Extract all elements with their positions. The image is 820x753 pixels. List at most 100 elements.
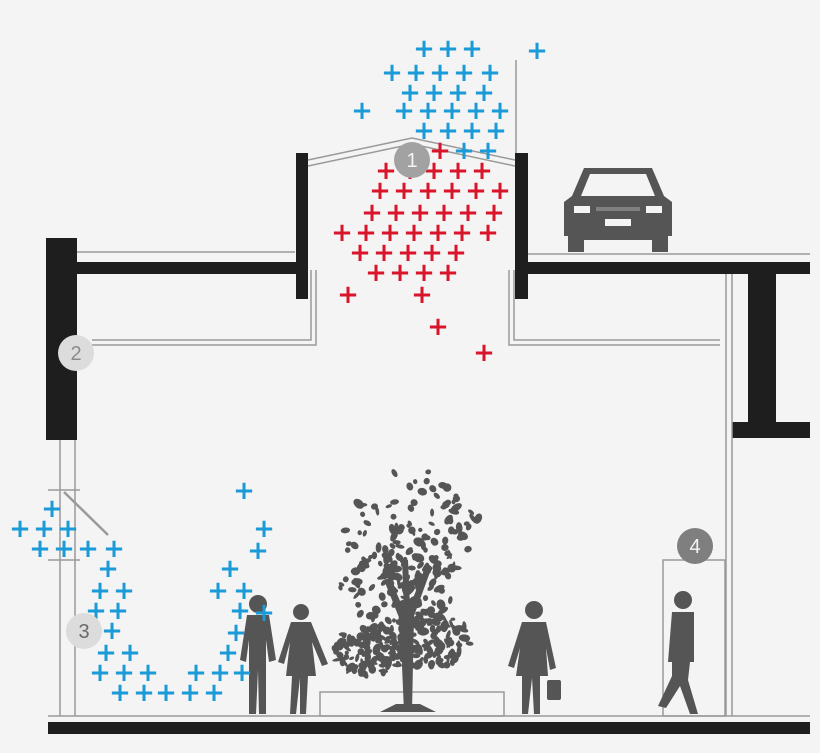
tree-leaf [334, 642, 339, 647]
plus-icon: + [477, 218, 499, 248]
tree-leaf [346, 665, 354, 674]
plus-icon: + [403, 218, 425, 248]
plus-icon: + [437, 34, 459, 64]
plus-icon: + [483, 198, 505, 228]
tree-leaf [381, 601, 388, 608]
plus-icon: + [473, 78, 495, 108]
plus-icon: + [355, 218, 377, 248]
tree-leaf [406, 482, 414, 491]
plus-icon: + [461, 34, 483, 64]
plus-icon: + [393, 176, 415, 206]
plus-icon: + [349, 238, 371, 268]
plus-icon: + [385, 198, 407, 228]
plus-icon: + [397, 238, 419, 268]
tree-leaf [447, 549, 452, 560]
plus-icon: + [473, 338, 495, 368]
plus-icon: + [389, 258, 411, 288]
tree-leaf [412, 597, 422, 608]
tree-leaf [397, 581, 407, 589]
plus-icon: + [369, 176, 391, 206]
tree-leaf [371, 551, 378, 560]
plus-icon: + [155, 678, 177, 708]
tree-leaf [462, 621, 467, 631]
plus-icon: + [89, 576, 111, 606]
tree-leaf [433, 528, 441, 536]
plus-icon: + [445, 238, 467, 268]
tree-leaf [397, 648, 403, 656]
tree-leaf [433, 630, 439, 635]
plus-icon: + [231, 658, 253, 688]
tree-leaf [437, 661, 446, 669]
plus-icon: + [229, 596, 251, 626]
tree-leaf [425, 645, 434, 656]
plus-icon: + [33, 514, 55, 544]
plus-icon: + [233, 576, 255, 606]
plus-icon: + [253, 598, 275, 628]
tree-leaf [415, 570, 420, 575]
plus-icon: + [477, 136, 499, 166]
plus-icon: + [179, 678, 201, 708]
tree-leaf [412, 632, 417, 637]
plus-icon: + [77, 534, 99, 564]
plus-icon: + [247, 536, 269, 566]
tree-leaf [399, 560, 408, 565]
tree-leaf [412, 639, 420, 645]
tree-leaf [390, 513, 397, 520]
tree-leaf [400, 595, 411, 601]
plus-icon: + [207, 576, 229, 606]
tree-leaf [357, 648, 365, 655]
tree-leaf [349, 656, 355, 661]
tree-leaf [403, 640, 409, 647]
plus-icon: + [429, 136, 451, 166]
tree-leaf [427, 659, 436, 669]
tree-leaf [448, 596, 453, 605]
plus-icon: + [29, 534, 51, 564]
plus-icon: + [137, 658, 159, 688]
tree-leaf [388, 578, 394, 584]
plus-icon: + [413, 116, 435, 146]
tree-leaf [370, 628, 378, 636]
plus-icon: + [113, 576, 135, 606]
tree-leaf [418, 527, 423, 533]
plus-icon: + [101, 616, 123, 646]
cool-air-flow: ++++++++++++++++++++++++++++++++++++++++… [9, 34, 548, 708]
plus-icon: + [429, 58, 451, 88]
plus-icon: + [447, 156, 469, 186]
plus-icon: + [427, 312, 449, 342]
plus-icon: + [337, 280, 359, 310]
tree-leaf [440, 620, 449, 632]
tree-leaf [447, 563, 457, 573]
plus-icon: + [373, 238, 395, 268]
tree-leaf [430, 538, 436, 546]
marker-badge-1: 1 [394, 142, 430, 178]
tree-leaf [411, 653, 421, 659]
tree-leaf [397, 640, 402, 645]
tree-leaf [389, 543, 396, 549]
tree-leaf [380, 657, 390, 668]
tree-leaf [392, 654, 401, 660]
plus-icon: + [437, 258, 459, 288]
tree-leaf [428, 521, 435, 526]
tree-leaf [380, 579, 388, 586]
plus-icon: + [219, 554, 241, 584]
plus-icon: + [485, 116, 507, 146]
tree-leaf [392, 540, 401, 545]
tree-leaf [410, 499, 418, 507]
tree-leaf [382, 566, 391, 577]
tree-leaf [397, 618, 404, 625]
tree-leaf [384, 656, 393, 660]
tree-leaf [438, 482, 448, 489]
tree-leaf [342, 576, 349, 583]
roof-slab-right [528, 262, 810, 274]
plus-icon: + [437, 116, 459, 146]
tree-leaf [452, 495, 461, 503]
tree-leaf [462, 634, 470, 643]
tree-leaf [416, 623, 424, 631]
tree-leaf [444, 514, 453, 525]
tree-leaf [379, 634, 388, 642]
skylight-glazing [307, 137, 516, 161]
plus-icon: + [381, 58, 403, 88]
tree-leaf [443, 638, 451, 648]
